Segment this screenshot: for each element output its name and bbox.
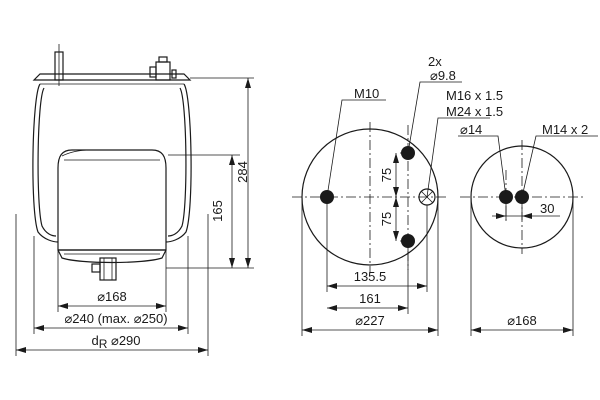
piston bbox=[57, 149, 167, 251]
dim-290-label: dR ⌀290 bbox=[91, 333, 140, 351]
label-m10: M10 bbox=[354, 86, 379, 101]
label-m24: M24 x 1.5 bbox=[446, 104, 503, 119]
dim-168-bottom-label: ⌀168 bbox=[507, 313, 537, 328]
bellow-outer bbox=[32, 83, 192, 243]
leader-dia14 bbox=[458, 135, 507, 198]
dim-240-label: ⌀240 (max. ⌀250) bbox=[64, 311, 167, 326]
bottom-plate-view: ⌀14 M14 x 2 30 ⌀168 bbox=[458, 122, 598, 336]
dim-168-side-label: ⌀168 bbox=[97, 289, 127, 304]
dim-135-label: 135.5 bbox=[354, 269, 387, 284]
label-m14: M14 x 2 bbox=[542, 122, 588, 137]
label-hole-dia: ⌀9.8 bbox=[430, 68, 456, 83]
top-bead-plate bbox=[32, 73, 192, 81]
dim-227-label: ⌀227 bbox=[355, 313, 385, 328]
dim-75-lower-label: 75 bbox=[379, 212, 394, 226]
bottom-stud bbox=[99, 257, 117, 281]
air-fitting bbox=[155, 61, 171, 81]
dim-30-label: 30 bbox=[540, 201, 554, 216]
dim-161-label: 161 bbox=[359, 291, 381, 306]
label-dia14: ⌀14 bbox=[460, 122, 482, 137]
dim-284-label: 284 bbox=[235, 161, 250, 183]
leader-hole-dia bbox=[407, 81, 462, 154]
label-m16: M16 x 1.5 bbox=[446, 88, 503, 103]
label-2x: 2x bbox=[428, 54, 442, 69]
bellow-inner bbox=[37, 87, 187, 237]
leader-m14 bbox=[521, 135, 598, 198]
side-view: 284 165 ⌀168 ⌀240 (max. ⌀250) dR ⌀290 bbox=[15, 44, 254, 356]
leader-m10 bbox=[326, 99, 386, 198]
dim-75-upper-label: 75 bbox=[379, 168, 394, 182]
top-plate-view: 75 75 M10 2x ⌀9.8 M16 x 1.5 M24 x 1.5 13… bbox=[292, 54, 503, 336]
dim-165-label: 165 bbox=[210, 200, 225, 222]
leader-m16 bbox=[426, 117, 490, 198]
